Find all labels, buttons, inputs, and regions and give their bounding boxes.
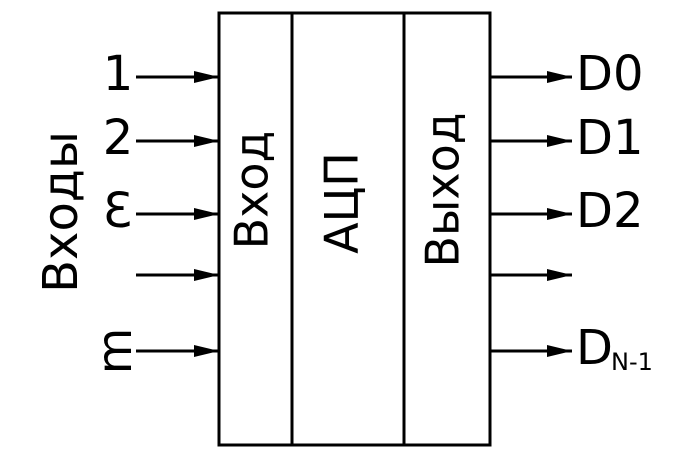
input-label-3: 3 [103,183,134,239]
output-arrow-3 [490,269,572,281]
output-label-d1: D1 [576,110,644,166]
output-arrow-1 [490,135,572,147]
output-label-d2: D2 [576,183,644,239]
input-arrow-m [136,345,219,357]
input-arrow-4 [136,269,219,281]
input-arrows [136,71,219,357]
output-arrow-0 [490,71,572,83]
output-label-d0: D0 [576,46,644,102]
output-section-label: Выход [416,112,470,267]
input-label-1: 1 [103,46,134,102]
output-arrow-n-1 [490,345,572,357]
adc-block: Вход АЦП Выход [217,11,492,447]
input-arrow-3 [136,208,219,220]
output-arrows [490,71,572,357]
input-arrow-2 [136,135,219,147]
input-section-label: Вход [225,131,279,250]
input-label-2: 2 [103,110,134,166]
adc-block-outline [217,11,492,447]
input-arrow-1 [136,71,219,83]
output-arrow-2 [490,208,572,220]
adc-section-label: АЦП [315,152,369,254]
output-label-dn-main: D [576,320,613,376]
inputs-group-label: Входы [33,131,89,293]
output-label-dn-subscript: N-1 [611,348,653,376]
input-label-m: m [87,328,143,375]
